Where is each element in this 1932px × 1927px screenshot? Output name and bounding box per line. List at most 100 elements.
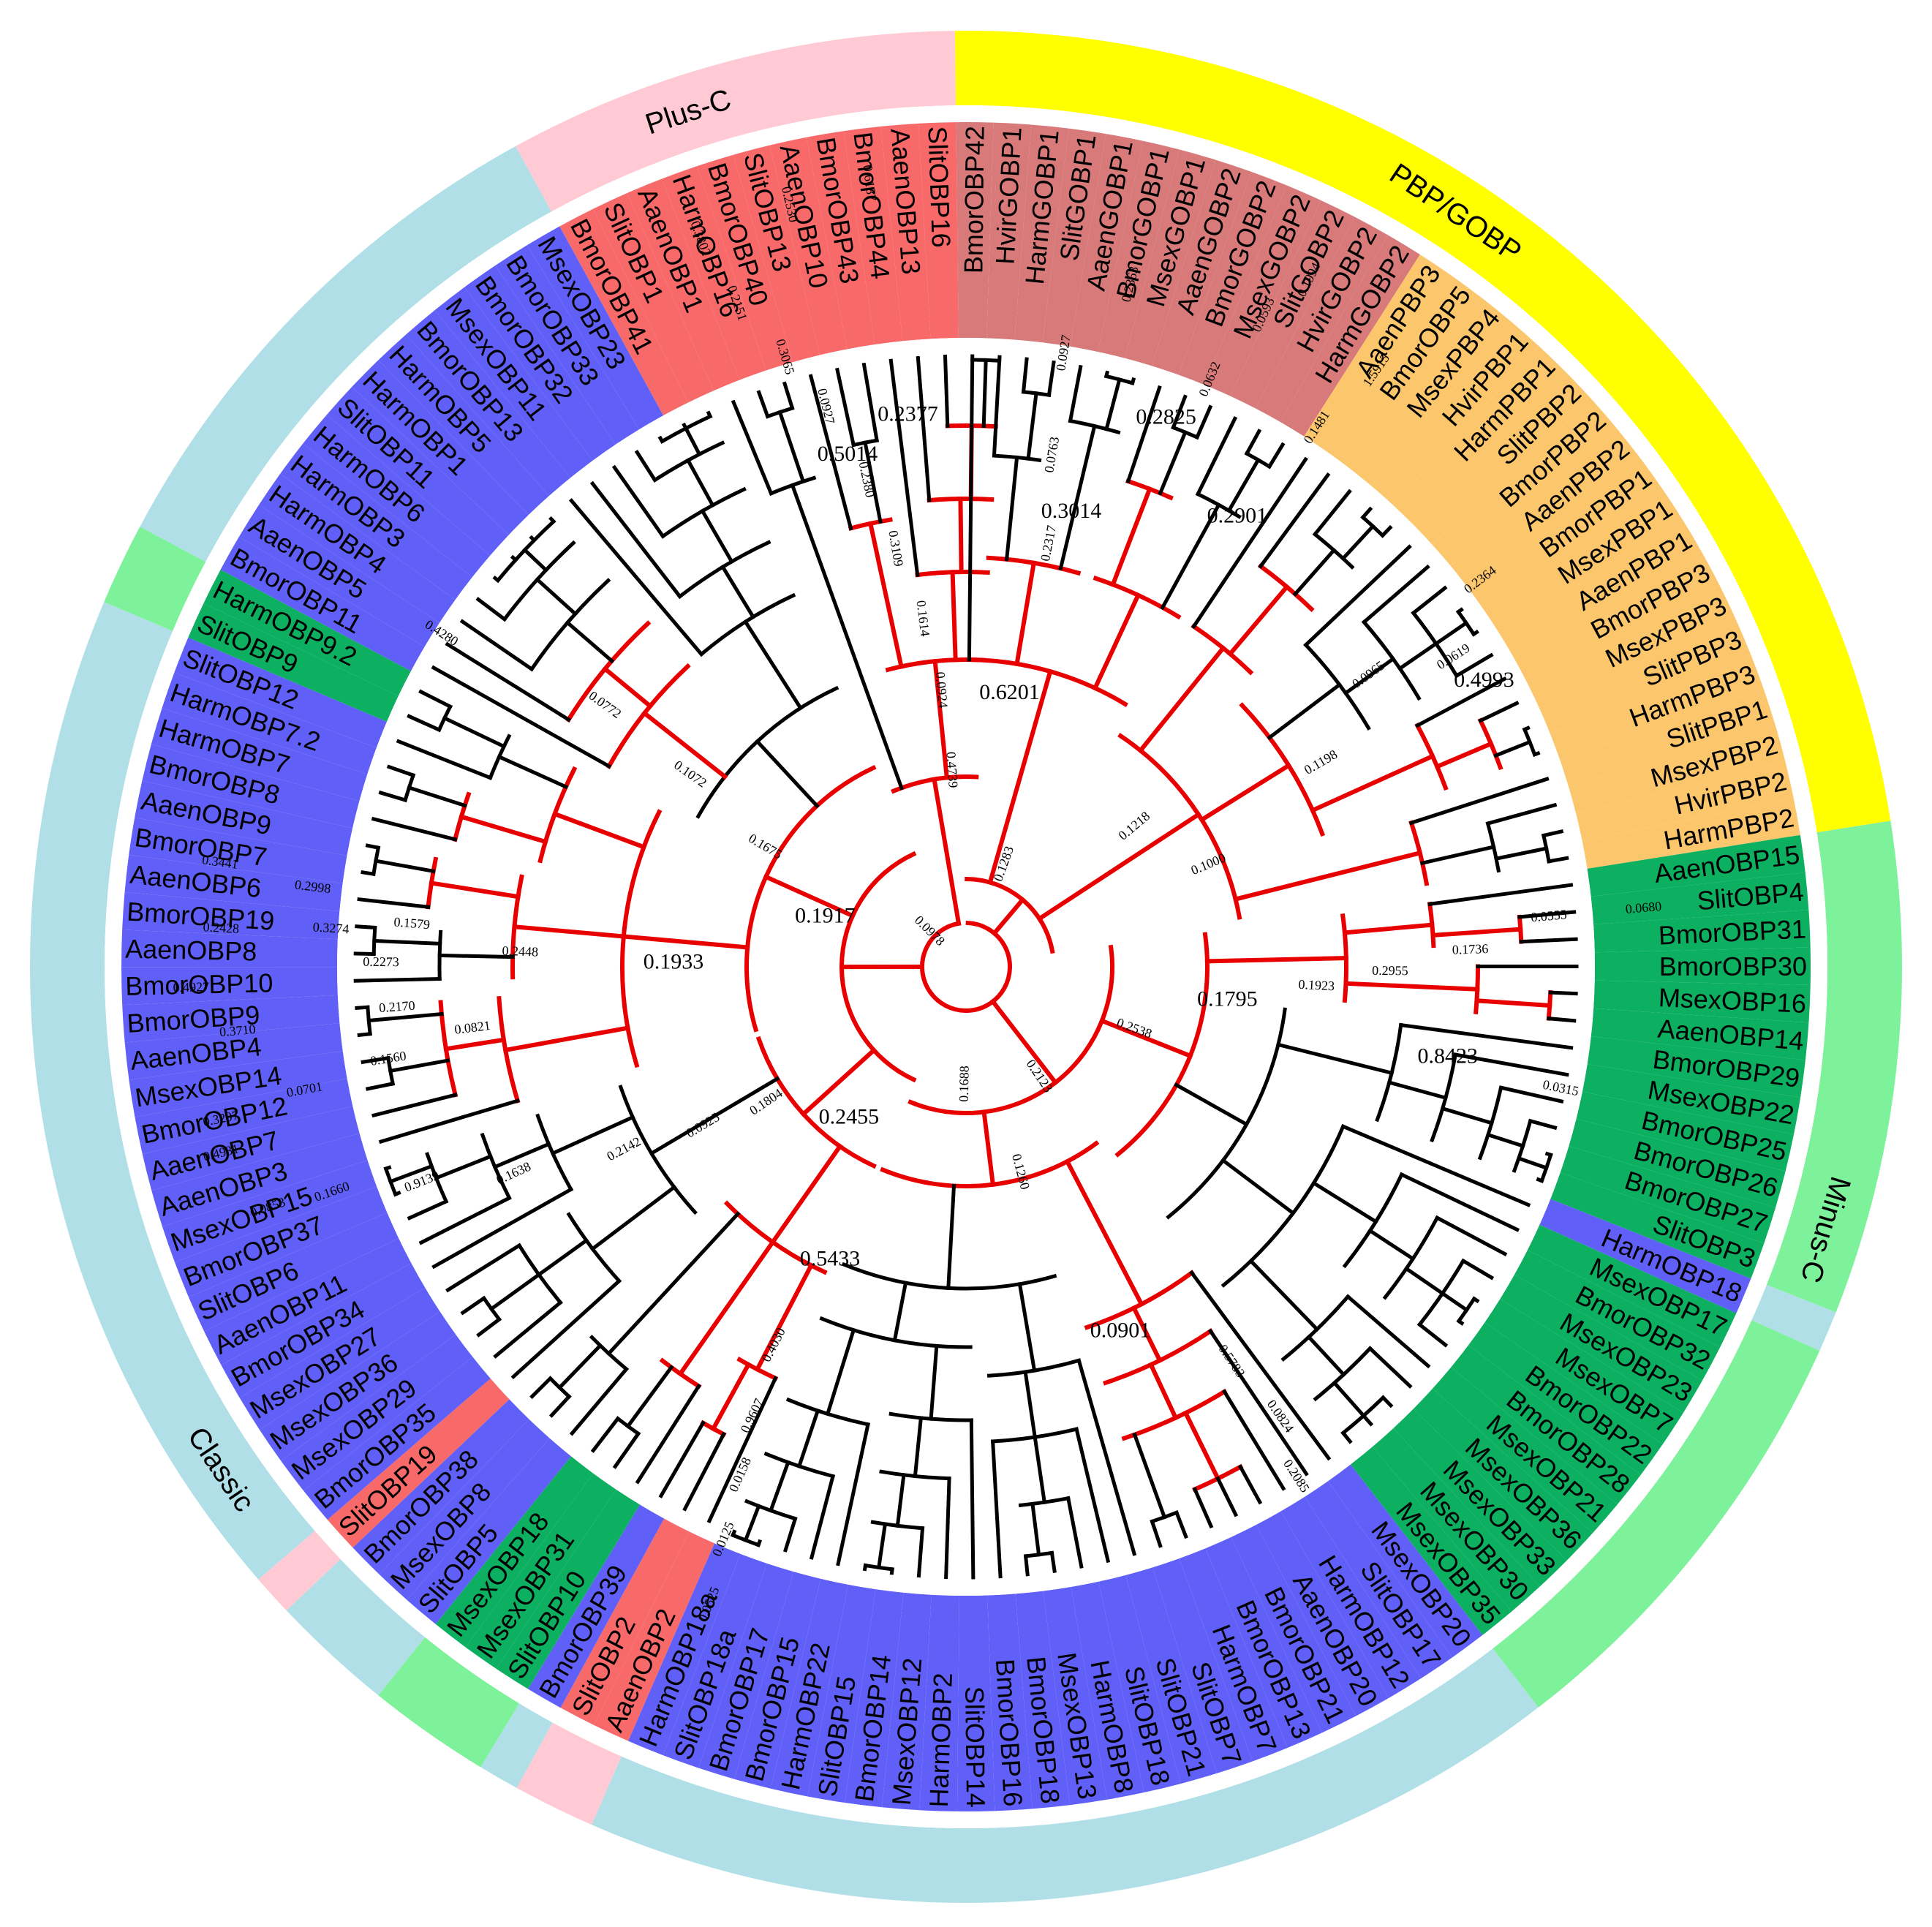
tree-branch xyxy=(967,354,975,662)
tree-branch xyxy=(1160,502,1221,611)
tree-branch xyxy=(1195,416,1238,497)
tree-branch xyxy=(1311,1180,1378,1224)
clade-sector xyxy=(1576,761,1794,842)
tree-branch xyxy=(720,564,756,620)
clade-sector xyxy=(560,1518,690,1725)
tree-branch xyxy=(1411,585,1448,616)
leaf-label: BmorOBP42 xyxy=(958,126,989,274)
tree-branch xyxy=(476,1316,502,1338)
highlight-branch xyxy=(1014,560,1037,667)
highlight-branch xyxy=(1204,956,1348,964)
clade-sector xyxy=(1499,519,1702,658)
highlight-branch xyxy=(1342,922,1435,935)
highlight-branch xyxy=(1064,1158,1145,1308)
clade-sector xyxy=(1593,910,1811,953)
tree-branch xyxy=(916,355,932,502)
clade-sector xyxy=(1582,798,1800,869)
tree-branch xyxy=(1275,1042,1395,1076)
highlight-branch xyxy=(1199,762,1292,823)
tree-branch xyxy=(1026,391,1038,461)
tree-branch xyxy=(1532,750,1541,758)
clade-sector xyxy=(663,1553,767,1768)
band-segment-minus-c xyxy=(378,1637,520,1768)
tree-branch xyxy=(1150,1519,1163,1548)
tree-branch xyxy=(1433,620,1469,646)
leaf-label: SlitOBP16 xyxy=(922,126,956,248)
clade-sector xyxy=(734,1572,821,1789)
branch-length-label: 0.2455 xyxy=(819,1104,880,1128)
tree-branch xyxy=(407,1199,449,1221)
branch-length-label: 0.2170 xyxy=(379,998,416,1015)
tree-branch xyxy=(497,754,569,790)
clade-sector xyxy=(956,122,994,339)
branch-length-label: 0.2448 xyxy=(502,943,538,959)
clade-sector xyxy=(1413,372,1593,545)
highlight-branch xyxy=(1036,811,1202,922)
highlight-branch xyxy=(1232,850,1423,902)
tree-branch xyxy=(809,1474,836,1560)
clade-sector xyxy=(151,1133,368,1227)
band-segment-classic xyxy=(480,1703,553,1788)
tree-branch xyxy=(1361,564,1430,625)
tree-branch xyxy=(529,1376,554,1400)
highlight-branch xyxy=(443,1037,507,1052)
tree-branch xyxy=(1544,1151,1553,1158)
clade-sector xyxy=(151,708,368,802)
clade-sector xyxy=(1484,488,1683,634)
tree-branch xyxy=(1017,1281,1037,1373)
tree-branch xyxy=(685,458,715,508)
leaf-label: HarmOBP2 xyxy=(924,1673,958,1808)
tree-branch xyxy=(1548,990,1578,996)
clade-sector xyxy=(1560,1146,1776,1244)
tree-branch xyxy=(755,1539,763,1547)
tree-branch xyxy=(393,1191,401,1197)
tree-branch xyxy=(777,410,806,484)
tree-branch xyxy=(1194,404,1213,440)
band-segment-classic xyxy=(286,1559,426,1696)
tree-branch xyxy=(1380,1395,1394,1409)
tree-branch xyxy=(743,1504,761,1543)
tree-branch xyxy=(1408,777,1550,826)
branch-length-label: 0.8423 xyxy=(1418,1044,1479,1068)
tree-branch xyxy=(1528,1118,1558,1131)
tree-branch xyxy=(1058,423,1097,571)
clade-sector xyxy=(1569,1119,1786,1208)
tree-branch xyxy=(635,1383,701,1485)
tree-branches xyxy=(353,354,1579,1580)
tree-branch xyxy=(1065,1496,1084,1569)
tree-branch xyxy=(1244,429,1262,456)
tree-branch xyxy=(706,410,713,419)
tree-branch xyxy=(783,1516,798,1553)
tree-branch xyxy=(366,1011,444,1023)
tree-branch xyxy=(373,859,436,874)
clade-sector xyxy=(1256,1511,1389,1716)
branch-length-label: 0.2377 xyxy=(878,402,938,426)
band-segment-plus-c xyxy=(258,1531,341,1611)
band-segment-plus-c xyxy=(516,1722,622,1825)
clade-sector xyxy=(1255,216,1388,422)
highlight-branch xyxy=(987,668,1053,886)
leaf-label: BmorOBP31 xyxy=(1658,914,1807,951)
tree-branch xyxy=(1340,524,1376,562)
tree-branch xyxy=(475,597,507,622)
tree-branch xyxy=(969,1418,976,1580)
highlight-branch xyxy=(1137,644,1226,754)
clade-sector xyxy=(280,443,472,600)
clade-sector xyxy=(281,1334,473,1491)
clade-sector xyxy=(1231,1524,1356,1733)
tree-branch xyxy=(548,516,556,524)
tree-branch xyxy=(782,381,795,411)
tree-branch xyxy=(611,464,666,539)
tree-branch xyxy=(700,508,735,565)
tree-branch xyxy=(407,785,467,808)
tree-branch xyxy=(1226,457,1261,513)
tree-branch xyxy=(836,1422,870,1566)
clade-sector xyxy=(327,1378,510,1548)
tree-branch xyxy=(1547,1016,1577,1023)
tree-branch xyxy=(365,843,381,851)
clade-sector xyxy=(379,1419,550,1600)
tree-branch xyxy=(386,764,416,778)
clade-sector xyxy=(465,1473,616,1669)
clade-sector xyxy=(121,929,338,968)
clade-sector xyxy=(188,603,399,722)
